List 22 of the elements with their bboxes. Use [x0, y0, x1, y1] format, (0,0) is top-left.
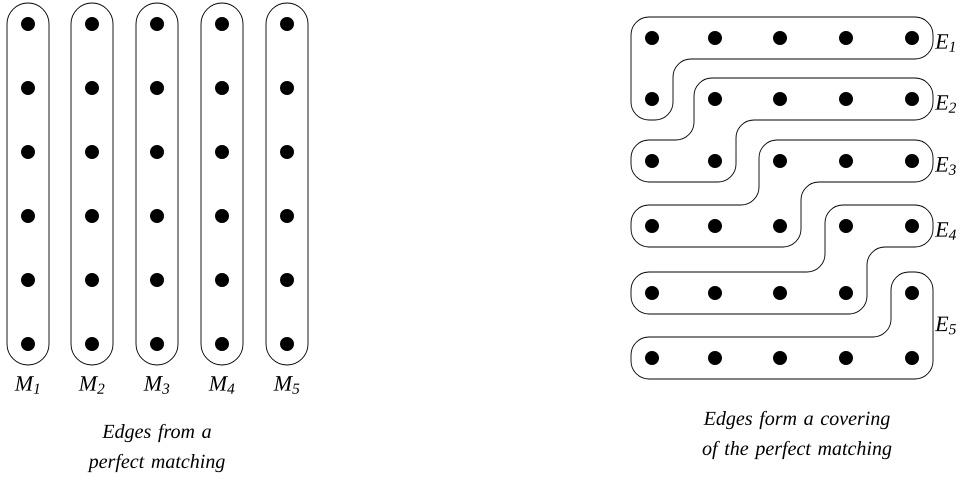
snake-outline	[630, 204, 934, 314]
snake-outline	[630, 16, 934, 120]
edge-set-label: E$_{5}$	[934, 316, 956, 334]
snake-outline	[630, 272, 934, 380]
edge-set-label: E$_{4}$	[934, 222, 956, 240]
band-label: M$_{1}$	[14, 376, 40, 394]
band-outline	[70, 2, 114, 366]
edge-set-label: E$_{2}$	[934, 95, 956, 113]
band-label: M$_{5}$	[274, 376, 300, 394]
caption: Edges from a perfect matching	[88, 424, 225, 472]
edge-set-label: E$_{3}$	[934, 157, 956, 175]
band-outline	[266, 2, 308, 366]
snake-outline	[630, 78, 934, 182]
snake-outline	[630, 140, 934, 248]
edge-set-label: E$_{1}$	[934, 34, 955, 52]
caption: Edges form a covering of the perfect matching	[702, 410, 892, 460]
band-label: M$_{4}$	[208, 376, 234, 394]
band-outline	[6, 2, 50, 366]
band-outline	[136, 2, 178, 366]
band-outline	[200, 2, 244, 366]
band-label: M$_{3}$	[144, 376, 170, 394]
band-label: M$_{2}$	[78, 376, 104, 394]
